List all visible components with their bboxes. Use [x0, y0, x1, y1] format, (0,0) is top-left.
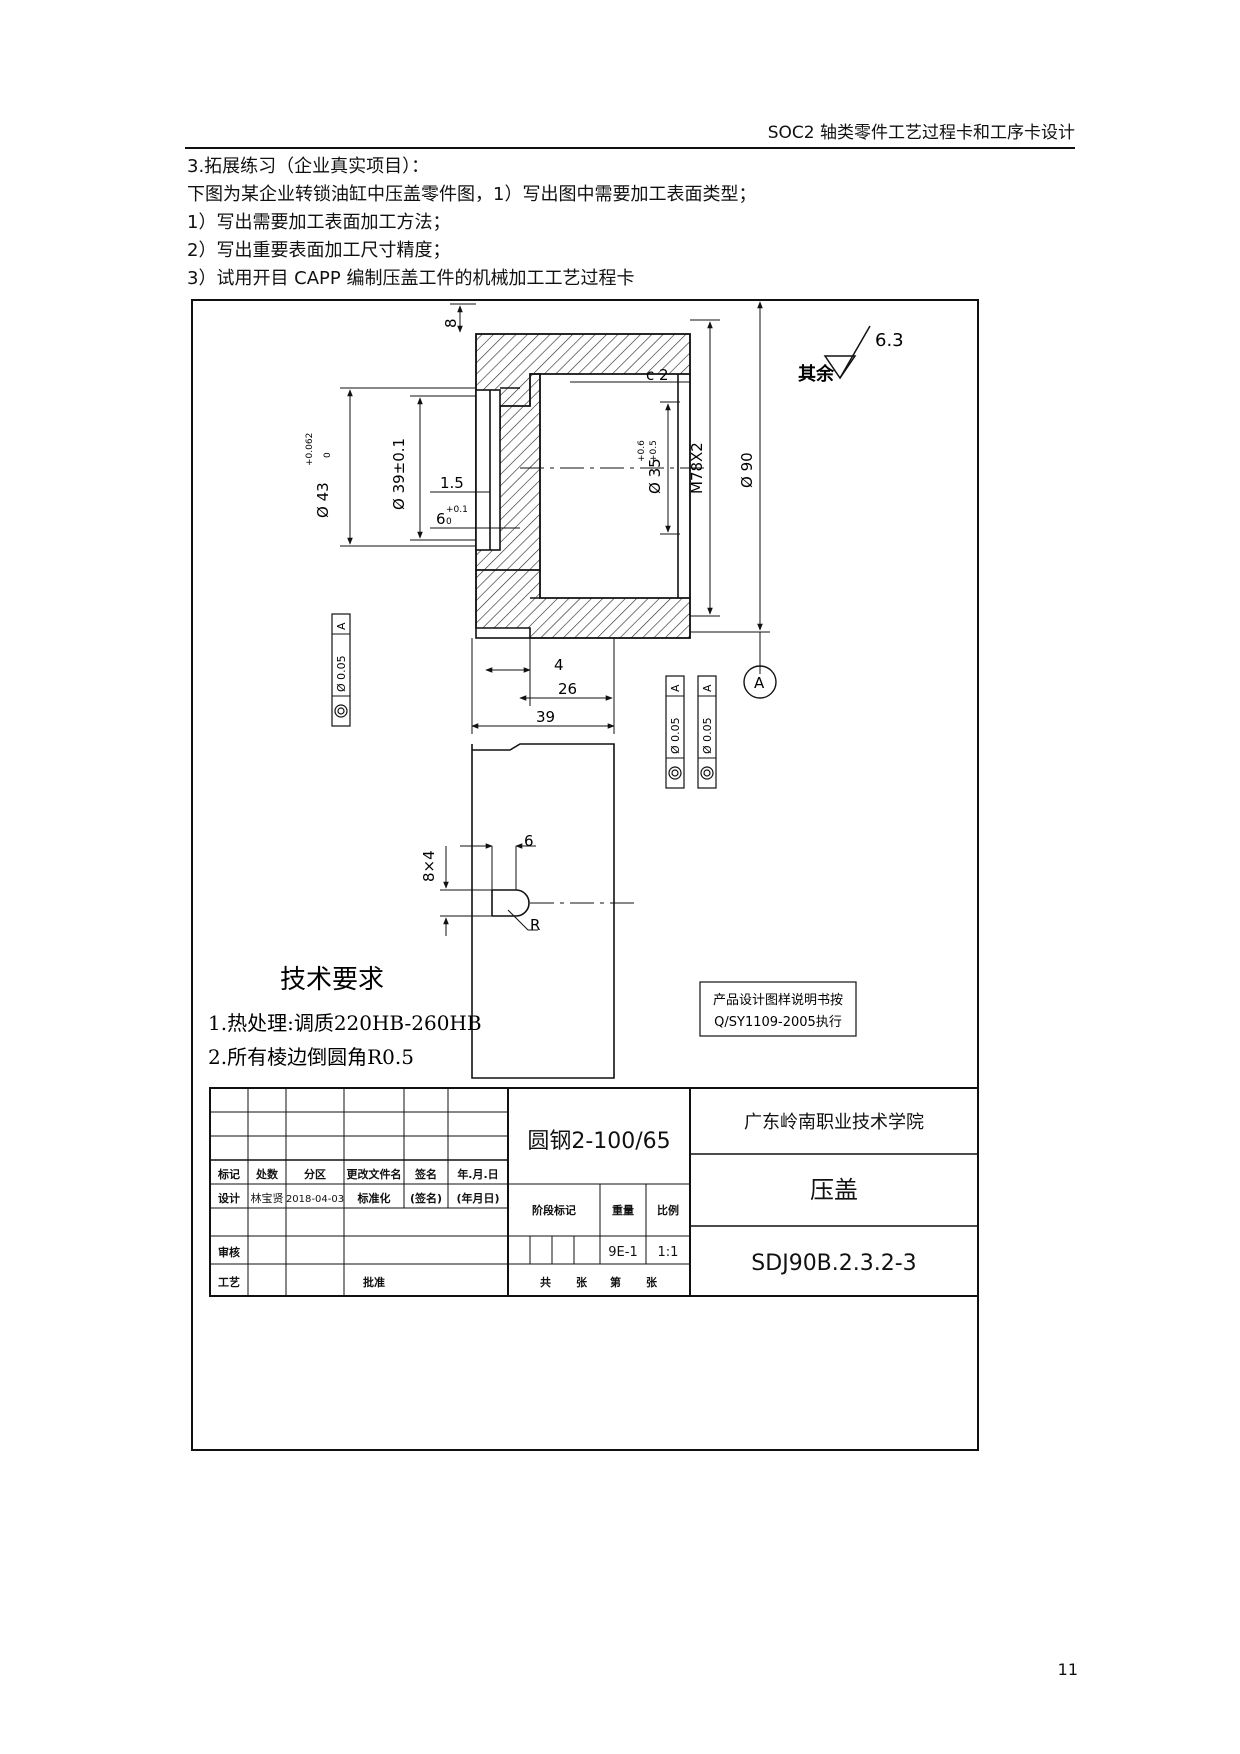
dim-6-tol-up: +0.1	[446, 505, 468, 515]
label-review: 审核	[218, 1245, 240, 1259]
design-date: 2018-04-03	[286, 1194, 344, 1205]
dim-6: 6	[436, 510, 446, 528]
weight-value: 9E-1	[608, 1245, 637, 1260]
dim-6-tol-low: 0	[446, 517, 452, 527]
datum-label: A	[754, 674, 765, 692]
label-sheet: 张	[576, 1275, 588, 1289]
dim-d35-tol-up: +0.6	[637, 440, 647, 462]
scale-value: 1:1	[658, 1245, 679, 1260]
dim-d39: Ø 39±0.1	[390, 438, 408, 510]
h-sign: 签名	[414, 1167, 437, 1181]
school-name: 广东岭南职业技术学院	[744, 1112, 924, 1133]
datum-a: A	[743, 632, 777, 699]
dim-6-groove: 6	[524, 832, 534, 850]
page-header: SOC2 轴类零件工艺过程卡和工序卡设计	[185, 118, 1075, 149]
label-stage-mark: 阶段标记	[532, 1203, 576, 1217]
label-approve: 批准	[363, 1275, 385, 1289]
tol-value-3: Ø 0.05	[701, 717, 714, 754]
roughness-note: 其余	[798, 363, 835, 385]
question-1: 1）写出需要加工表面加工方法；	[187, 212, 451, 233]
technical-requirements: 技术要求 1.热处理:调质220HB-260HB 2.所有棱边倒圆角R0.5	[208, 965, 482, 1069]
label-process: 工艺	[218, 1275, 240, 1289]
label-sheet-2: 张	[646, 1275, 658, 1289]
exercise-intro: 下图为某企业转锁油缸中压盖零件图，1）写出图中需要加工表面类型；	[187, 184, 757, 205]
drawing-number: SDJ90B.2.3.2-3	[751, 1251, 916, 1276]
tech-req-item-1: 1.热处理:调质220HB-260HB	[208, 1011, 482, 1035]
label-weight: 重量	[612, 1203, 634, 1217]
title-block	[209, 1087, 979, 1297]
designer: 林宝贤	[251, 1191, 284, 1205]
dim-d43: Ø 43	[314, 482, 332, 518]
h-count: 处数	[255, 1167, 279, 1181]
dim-4: 4	[554, 656, 564, 674]
tolerance-frame-2: A Ø 0.05	[665, 675, 685, 789]
engineering-drawing: 6.3 其余	[191, 299, 979, 1451]
drawing-frame	[191, 299, 979, 1451]
dim-r: R	[530, 916, 540, 934]
exercise-heading: 3.拓展练习（企业真实项目）：	[187, 156, 430, 177]
roughness-symbol: 6.3 其余	[798, 325, 904, 385]
h-change-doc: 更改文件名	[347, 1167, 402, 1181]
dim-d43-tol-up: +0.062	[305, 433, 315, 466]
tol-ref-1: A	[335, 622, 348, 630]
h-zone: 分区	[304, 1167, 326, 1181]
tolerance-frame-3: A Ø 0.05	[697, 675, 717, 789]
tech-req-title: 技术要求	[280, 965, 384, 995]
tol-value-2: Ø 0.05	[669, 717, 682, 754]
label-design: 设计	[218, 1191, 240, 1205]
page-number: 11	[1057, 1660, 1078, 1679]
label-page: 第	[610, 1275, 621, 1289]
label-date-paren: (年月日)	[456, 1191, 499, 1205]
label-standard: 标准化	[357, 1191, 391, 1205]
dim-39-length: 39	[536, 708, 555, 726]
tol-value-1: Ø 0.05	[335, 655, 348, 692]
dimension-text: Ø 43 +0.062 0 Ø 39±0.1 1.5 6 +0.1 0 8 c …	[305, 318, 756, 726]
tol-ref-3: A	[701, 684, 714, 692]
tech-req-item-2: 2.所有棱边倒圆角R0.5	[208, 1045, 414, 1069]
dim-d35-tol-low: +0.5	[649, 440, 659, 462]
side-view-dims: 6 8×4 R	[420, 832, 540, 934]
dim-8: 8	[442, 318, 460, 328]
tolerance-frame-1: A Ø 0.05	[331, 613, 351, 727]
dim-d90: Ø 90	[738, 452, 756, 488]
dim-m78: M78X2	[688, 442, 706, 494]
title-block-text: 圆钢2-100/65 广东岭南职业技术学院 压盖 SDJ90B.2.3.2-3 …	[217, 1112, 924, 1289]
roughness-value: 6.3	[875, 330, 904, 351]
part-name: 压盖	[810, 1176, 858, 1204]
standard-note: 产品设计图样说明书按 Q/SY1109-2005执行	[699, 981, 857, 1037]
dim-d35: Ø 35	[646, 458, 664, 494]
note-line-2: Q/SY1109-2005执行	[714, 1015, 842, 1030]
question-2: 2）写出重要表面加工尺寸精度；	[187, 240, 451, 261]
note-line-1: 产品设计图样说明书按	[713, 993, 843, 1008]
question-3: 3）试用开目 CAPP 编制压盖工件的机械加工工艺过程卡	[187, 268, 635, 289]
label-total: 共	[540, 1275, 551, 1289]
side-view	[440, 743, 640, 1079]
h-date: 年.月.日	[457, 1167, 498, 1181]
dim-c2: c 2	[646, 366, 669, 384]
tol-ref-2: A	[669, 684, 682, 692]
dim-26: 26	[558, 680, 577, 698]
part-section-view	[475, 333, 710, 639]
dimension-lines	[340, 299, 770, 734]
h-mark: 标记	[217, 1167, 240, 1181]
label-scale: 比例	[657, 1203, 679, 1217]
dim-d43-tol-low: 0	[323, 452, 333, 458]
dim-8x4: 8×4	[420, 850, 438, 882]
label-sign-paren: (签名)	[410, 1191, 442, 1205]
dim-1-5: 1.5	[440, 474, 464, 492]
material: 圆钢2-100/65	[527, 1129, 670, 1154]
